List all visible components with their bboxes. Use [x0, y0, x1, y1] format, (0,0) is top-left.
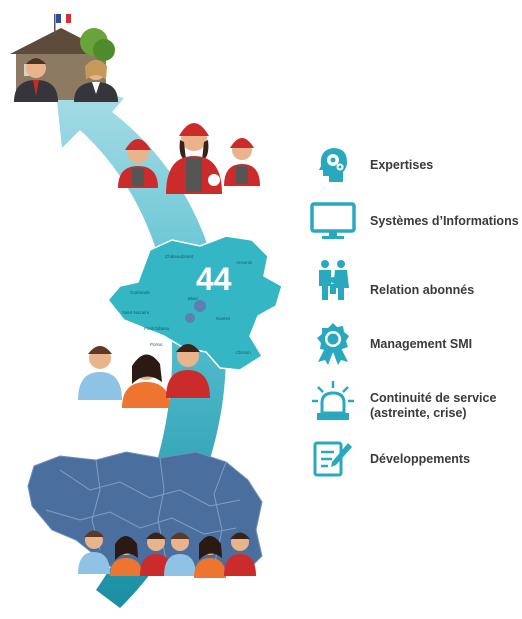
legend-item-management-smi: Management SMI	[308, 321, 472, 367]
map-place-label: Ancenis	[236, 260, 253, 265]
town-hall-icon	[10, 14, 118, 102]
legend-item-expertises: Expertises	[308, 142, 433, 188]
alarm-beacon-icon	[308, 378, 358, 424]
map-place-label: Blain	[188, 296, 199, 301]
legend-label-sub: (astreinte, crise)	[370, 406, 467, 420]
family-icon	[308, 257, 358, 303]
head-gears-icon	[308, 142, 358, 188]
technicians-group-icon	[118, 123, 260, 194]
customer-agents-group-icon	[78, 344, 210, 408]
monitor-icon	[308, 198, 358, 244]
legend-label: Management SMI	[370, 336, 473, 351]
legend-label: Relation abonnés	[370, 282, 475, 297]
region-map	[27, 451, 263, 575]
map-place-label: Guérande	[130, 290, 151, 295]
legend-label: Expertises	[370, 157, 434, 172]
legend-item-continuite-de-service: Continuité de service (astreinte, crise)	[308, 378, 496, 424]
map-place-label: Pornic	[150, 342, 164, 347]
legend-label: Systèmes d’Informations	[370, 213, 519, 228]
legend-label: Développements	[370, 451, 471, 466]
map-place-label: Châteaubriant	[165, 254, 194, 259]
pin-icon	[185, 300, 206, 323]
department-number-label: 44	[196, 261, 232, 297]
award-badge-icon	[308, 321, 358, 367]
map-place-label: Nantes	[216, 316, 231, 321]
map-place-label: Pontchâteau	[144, 326, 170, 331]
document-pen-icon	[308, 436, 358, 482]
map-place-label: Saint-Nazaire	[122, 310, 150, 315]
legend-item-relation-abonnes: Relation abonnés	[308, 257, 474, 303]
legend-label: Continuité de service	[370, 391, 497, 405]
legend-item-developpements: Développements	[308, 436, 470, 482]
map-place-label: Clisson	[236, 350, 251, 355]
legend-item-systemes-informations: Systèmes d’Informations	[308, 198, 519, 244]
department-map: 44 Châteaubriant Ancenis Nantes Saint-Na…	[107, 235, 283, 371]
team-row-icon	[78, 530, 256, 578]
